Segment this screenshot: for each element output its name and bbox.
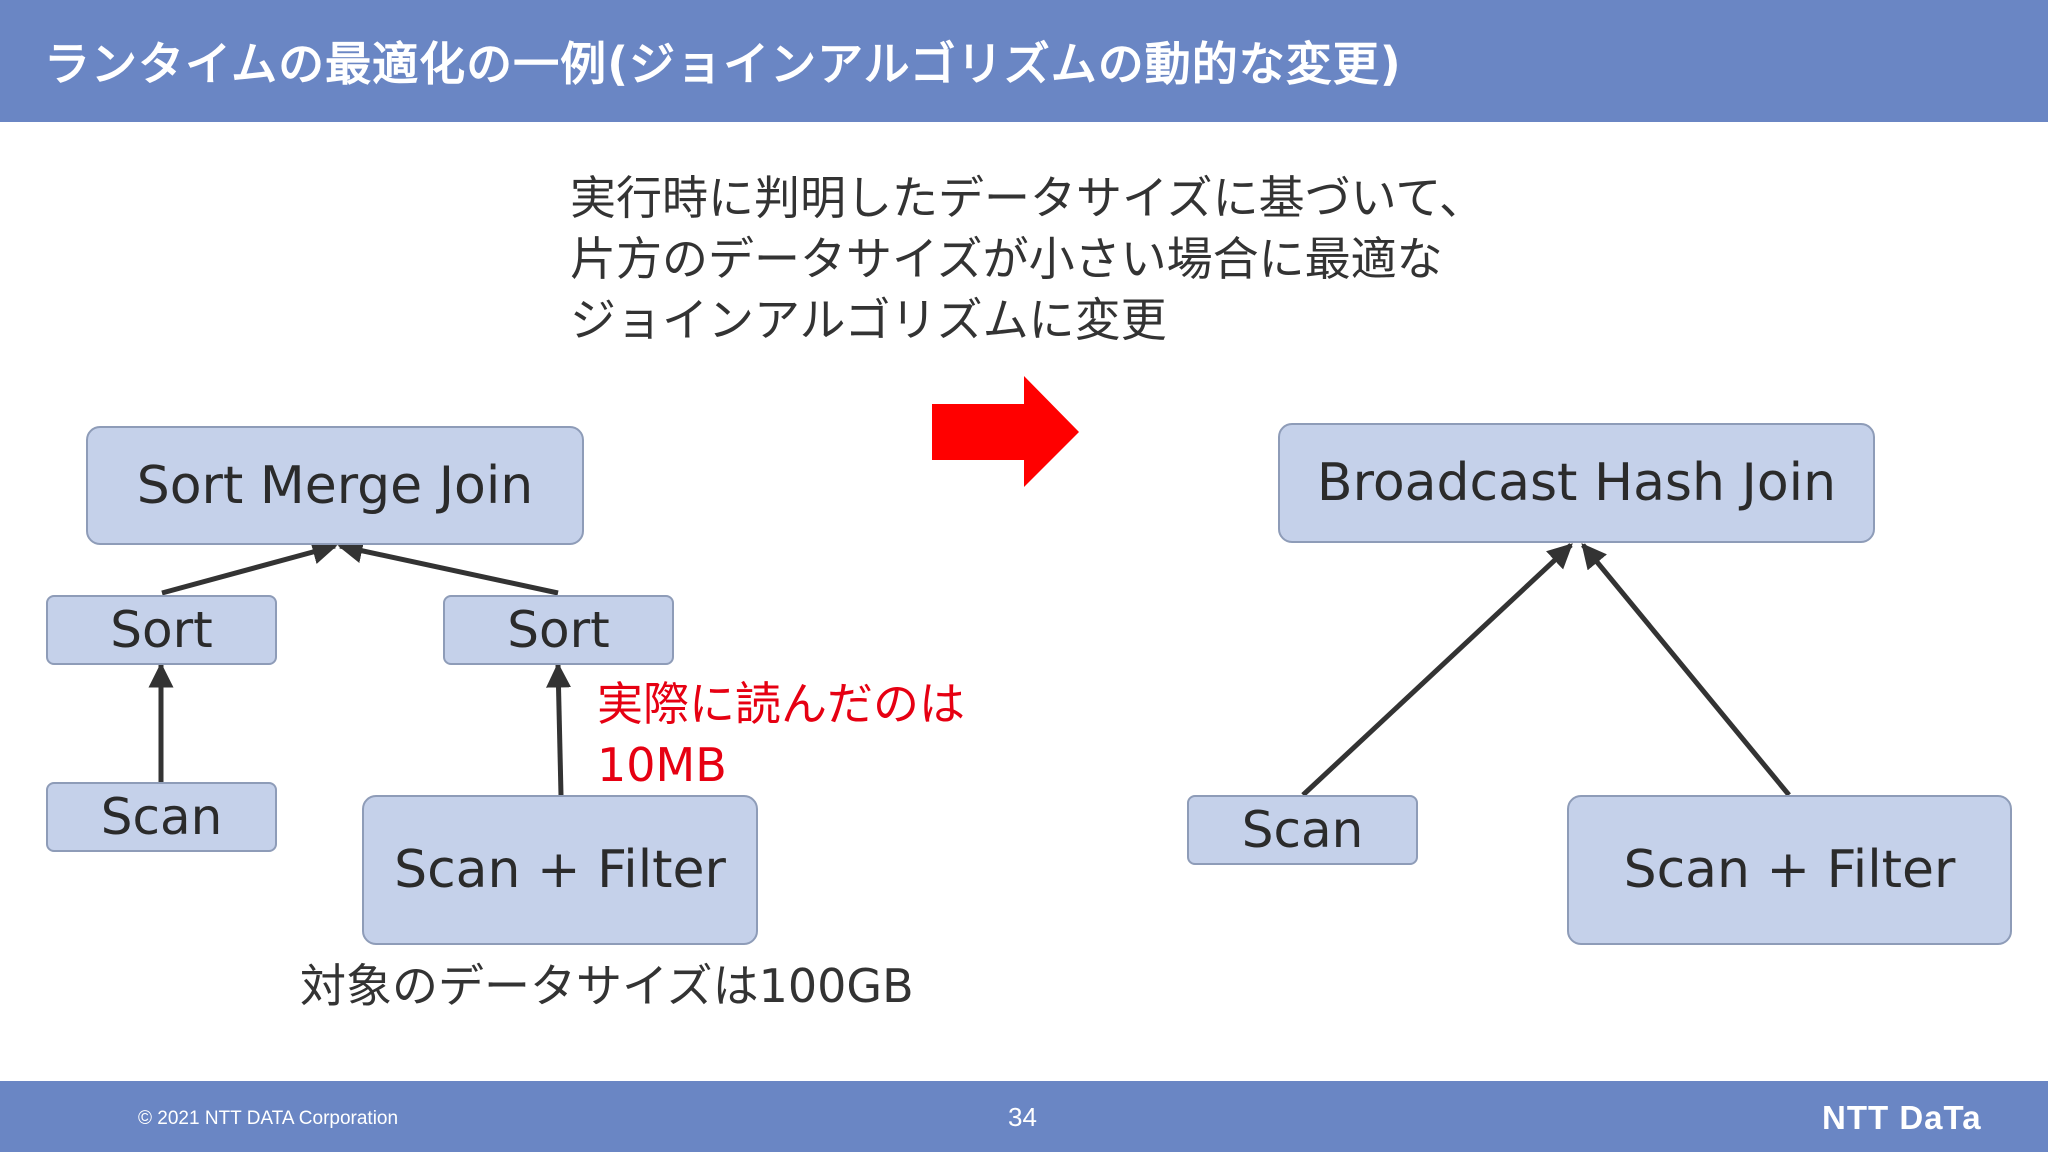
target-size-note: 対象のデータサイズは100GB xyxy=(300,959,914,1013)
node-scan-filter-right-label: Scan + Filter xyxy=(1623,840,1956,900)
actual-read-note-line-1: 実際に読んだのは xyxy=(597,677,965,731)
node-scan-left-label: Scan xyxy=(100,788,223,846)
node-sort-left-label: Sort xyxy=(110,601,213,659)
actual-read-note-line-2: 10MB xyxy=(597,738,727,792)
edge-scanfilter-to-bhj xyxy=(1581,543,1791,797)
node-sort-merge-join-label: Sort Merge Join xyxy=(136,455,534,516)
slide-footer: © 2021 NTT DATA Corporation 34 NTT DaTa xyxy=(0,1081,2048,1152)
edge-scanfilter-to-sort-right xyxy=(546,662,572,796)
ntt-data-logo: NTT DaTa xyxy=(1822,1099,1982,1136)
node-sort-left: Sort xyxy=(46,595,277,665)
page-number: 34 xyxy=(1008,1102,1037,1132)
node-scan-right-label: Scan xyxy=(1241,801,1364,859)
actual-read-note: 実際に読んだのは 10MB xyxy=(597,674,965,796)
node-scan-filter-right: Scan + Filter xyxy=(1567,795,2012,945)
transition-arrow-icon xyxy=(932,376,1079,487)
node-scan-filter-left: Scan + Filter xyxy=(362,795,758,945)
node-sort-merge-join: Sort Merge Join xyxy=(86,426,584,545)
edge-sort-right-to-join xyxy=(337,538,559,596)
node-sort-right: Sort xyxy=(443,595,674,665)
node-scan-filter-left-label: Scan + Filter xyxy=(394,840,726,900)
node-broadcast-hash-join-label: Broadcast Hash Join xyxy=(1316,453,1837,513)
description-line-1: 実行時に判明したデータサイズに基づいて、 xyxy=(570,171,1485,225)
edge-scan-to-bhj xyxy=(1301,543,1573,797)
slide-title: ランタイムの最適化の一例(ジョインアルゴリズムの動的な変更) xyxy=(44,37,1402,91)
description-text: 実行時に判明したデータサイズに基づいて、 片方のデータサイズが小さい場合に最適な… xyxy=(570,168,1485,351)
edge-sort-left-to-join xyxy=(161,539,338,596)
node-scan-right: Scan xyxy=(1187,795,1418,865)
node-broadcast-hash-join: Broadcast Hash Join xyxy=(1278,423,1875,543)
copyright-text: © 2021 NTT DATA Corporation xyxy=(138,1108,399,1129)
slide-header: ランタイムの最適化の一例(ジョインアルゴリズムの動的な変更) xyxy=(0,0,2048,122)
node-sort-right-label: Sort xyxy=(507,601,610,659)
node-scan-left: Scan xyxy=(46,782,277,852)
description-line-3: ジョインアルゴリズムに変更 xyxy=(570,293,1167,347)
description-line-2: 片方のデータサイズが小さい場合に最適な xyxy=(570,232,1443,286)
